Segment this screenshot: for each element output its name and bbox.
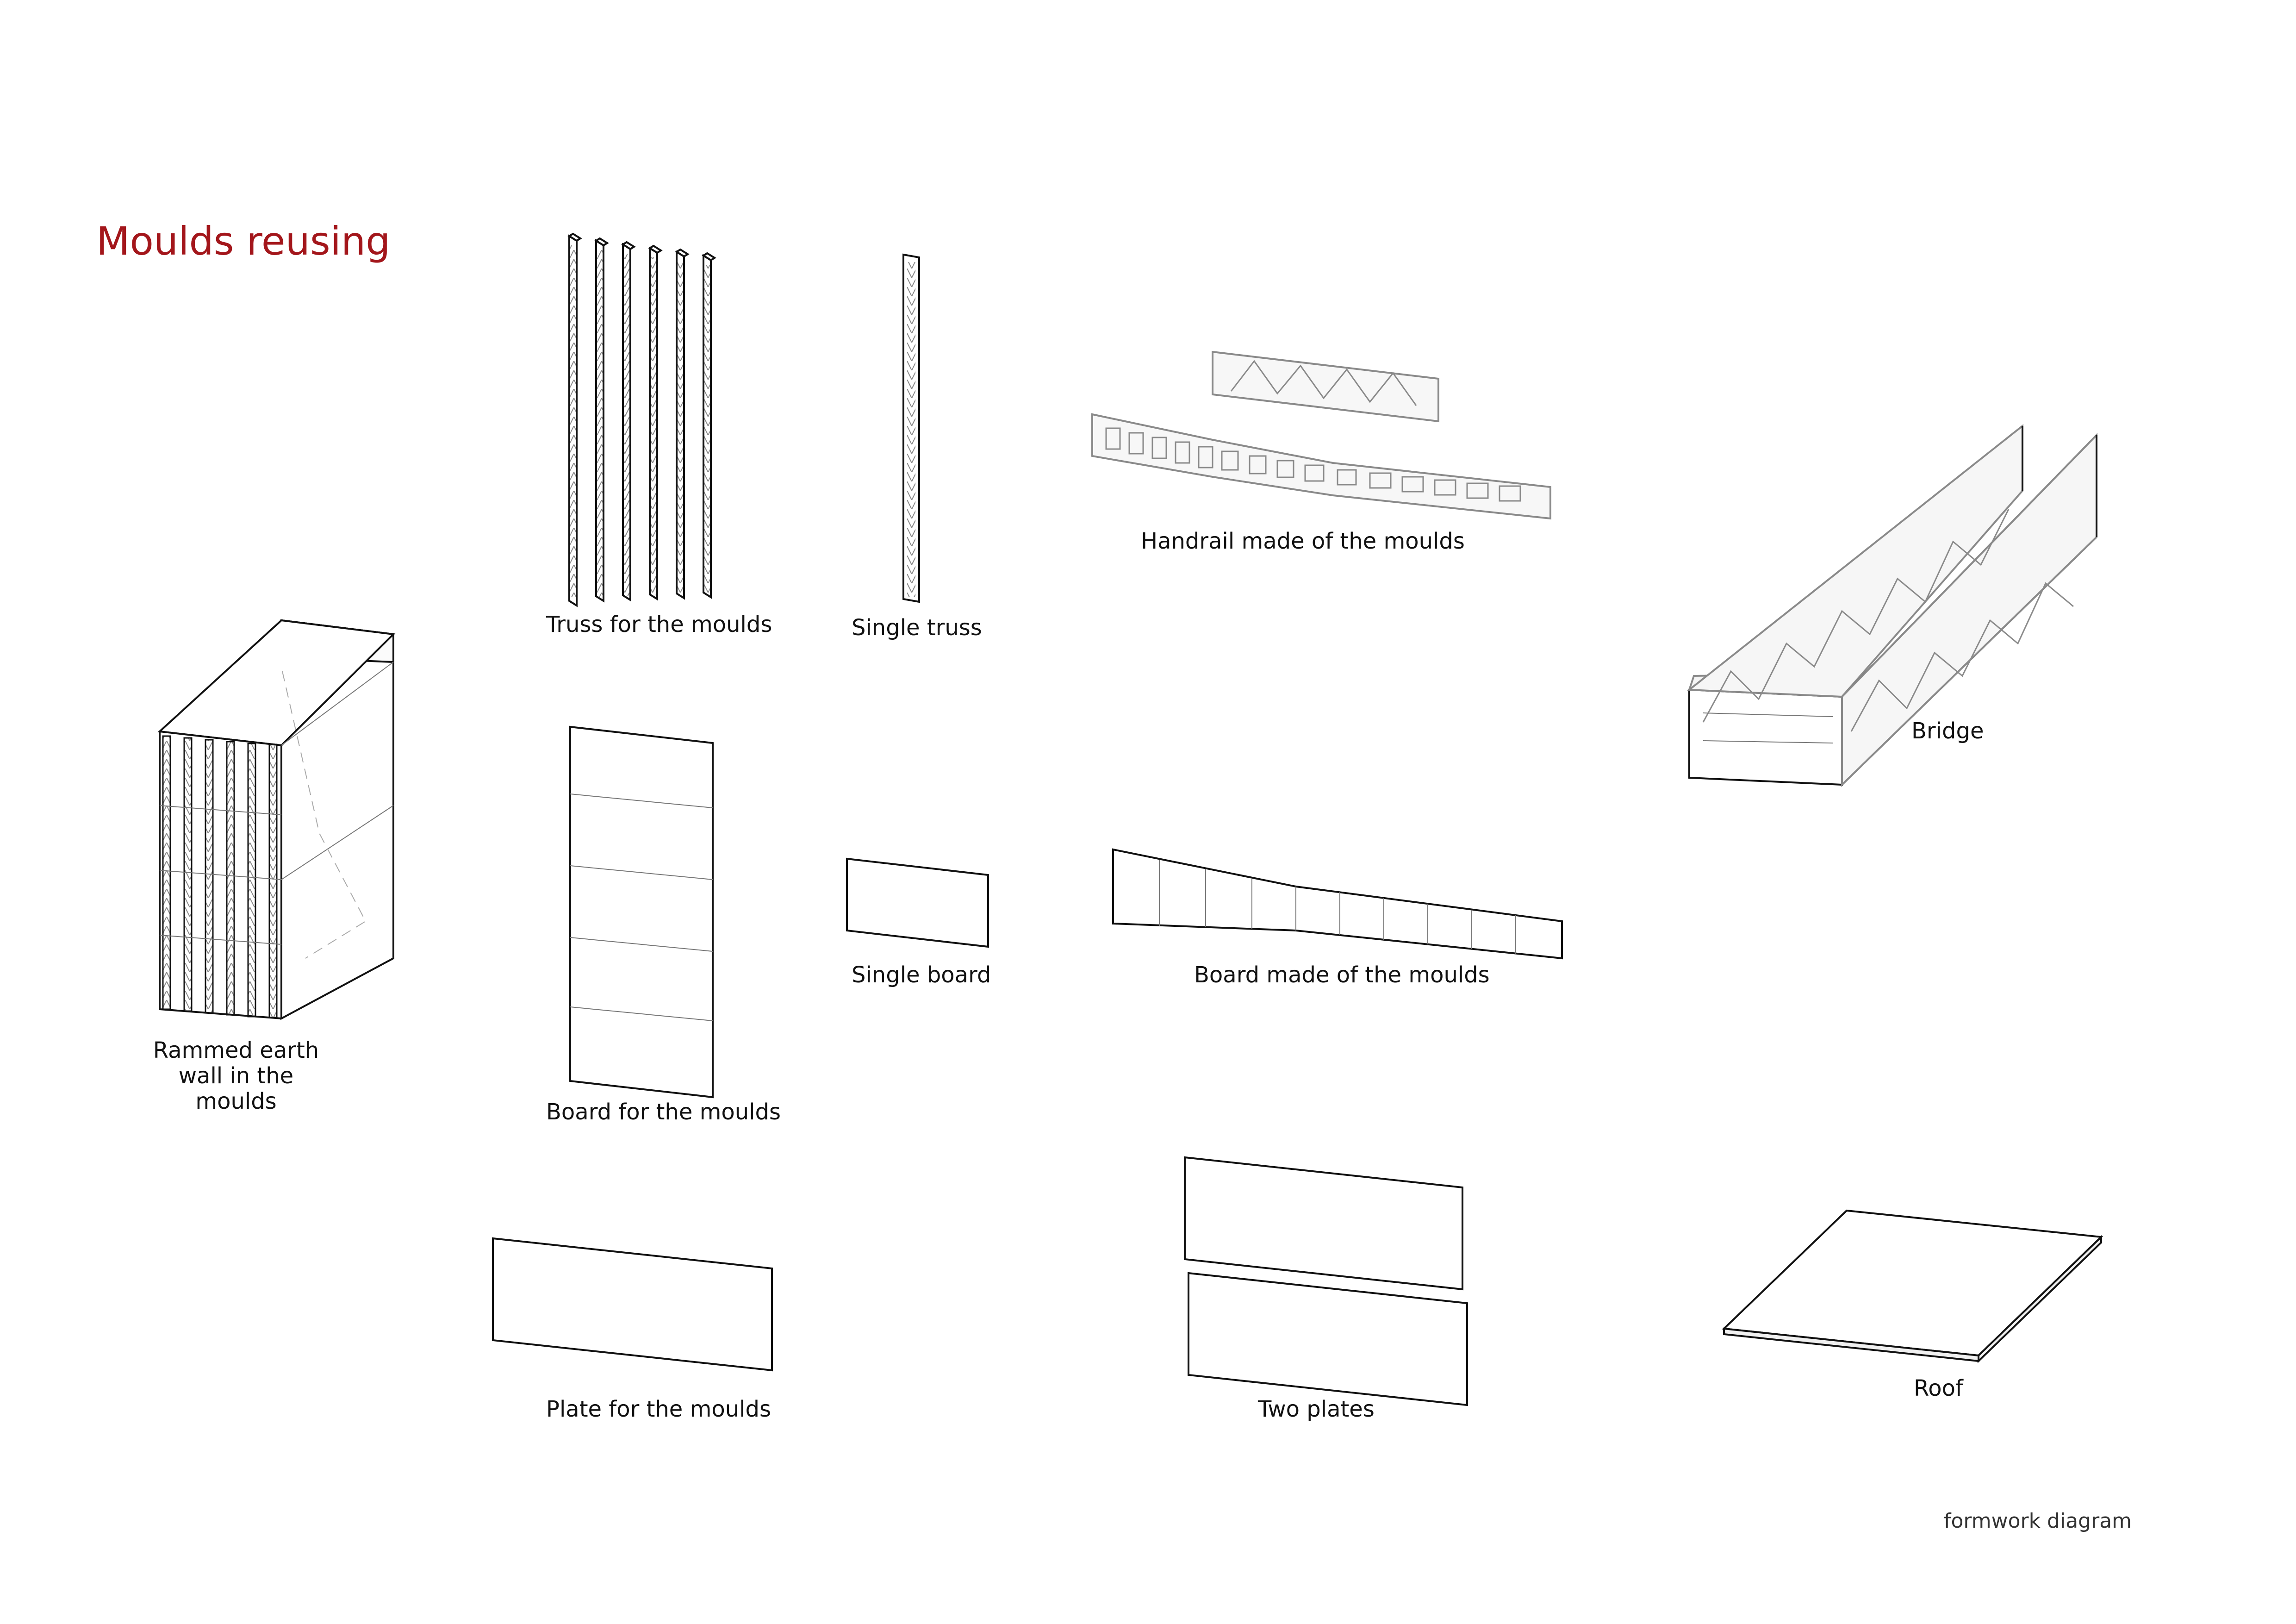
label-rammed-earth-1: Rammed earth bbox=[153, 1037, 319, 1063]
wall-truss-ribs bbox=[159, 735, 282, 1018]
truss-strip-3 bbox=[621, 241, 636, 602]
truss-strip-4 bbox=[648, 244, 663, 601]
roof-drawing bbox=[1722, 1209, 2103, 1363]
truss-strip-5 bbox=[675, 248, 690, 600]
label-single-board: Single board bbox=[852, 962, 991, 988]
single-truss-drawing bbox=[902, 253, 920, 603]
footer-caption: formwork diagram bbox=[1944, 1509, 2132, 1533]
label-handrail: Handrail made of the moulds bbox=[1141, 528, 1465, 554]
label-board-for-moulds: Board for the moulds bbox=[546, 1099, 781, 1125]
label-plate-for-moulds: Plate for the moulds bbox=[546, 1396, 771, 1422]
board-made-of-moulds-drawing bbox=[1112, 848, 1563, 960]
single-board-drawing bbox=[846, 857, 989, 948]
rammed-earth-wall-drawing bbox=[157, 619, 396, 1020]
two-plates-drawing bbox=[1184, 1156, 1468, 1406]
page-title: Moulds reusing bbox=[96, 219, 391, 264]
truss-strip-1 bbox=[567, 232, 582, 607]
label-rammed-earth-2: wall in the bbox=[179, 1063, 293, 1089]
truss-for-moulds-drawing bbox=[567, 232, 716, 607]
label-bridge: Bridge bbox=[1911, 718, 1984, 744]
label-two-plates: Two plates bbox=[1257, 1396, 1375, 1422]
board-for-moulds-drawing bbox=[569, 725, 714, 1099]
truss-strip-2 bbox=[594, 237, 609, 603]
truss-strip-6 bbox=[702, 252, 716, 599]
label-single-truss: Single truss bbox=[852, 615, 982, 641]
label-roof: Roof bbox=[1914, 1375, 1964, 1401]
label-truss-for-moulds: Truss for the moulds bbox=[546, 612, 772, 637]
label-rammed-earth-3: moulds bbox=[195, 1088, 276, 1114]
bridge-drawing bbox=[1686, 424, 2097, 787]
plate-for-moulds-drawing bbox=[492, 1237, 773, 1372]
handrail-drawing bbox=[1091, 350, 1551, 520]
label-board-made-of-moulds: Board made of the moulds bbox=[1194, 962, 1490, 988]
